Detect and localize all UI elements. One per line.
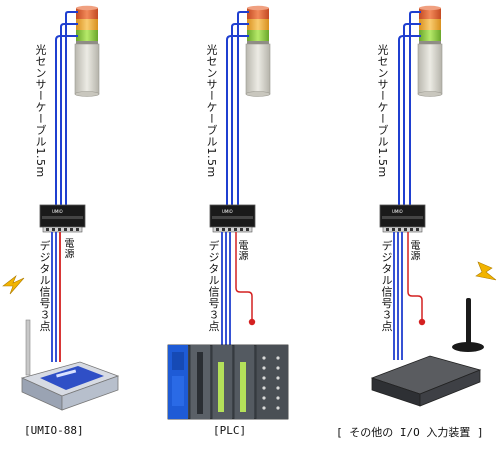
sensor-box: UMIO	[379, 204, 426, 233]
panel-umio: UMIO	[2, 5, 120, 411]
power-label: 電源	[62, 238, 73, 259]
panel-plc: UMIO	[167, 5, 289, 420]
power-label: 電源	[236, 240, 247, 261]
fiber-cables	[398, 11, 421, 205]
signal-wires	[51, 232, 61, 362]
fiber-cables	[55, 11, 78, 205]
signal-tower-icon	[417, 5, 443, 97]
svg-text:UMIO: UMIO	[52, 209, 63, 214]
caption-plc: [PLC]	[213, 424, 247, 437]
antenna-icon	[452, 298, 484, 352]
signal-label: デジタル信号３点	[207, 240, 220, 332]
power-wire	[235, 232, 256, 326]
router-device-icon	[20, 319, 120, 411]
wireless-device-icon	[370, 355, 482, 407]
power-label: 電源	[408, 240, 419, 261]
sensor-box: UMIO	[209, 204, 256, 233]
power-wire	[407, 232, 426, 326]
fiber-cables	[226, 11, 249, 205]
signal-label: デジタル信号３点	[380, 240, 393, 332]
svg-text:UMIO: UMIO	[392, 209, 403, 214]
sensor-box: UMIO	[39, 204, 86, 233]
caption-other: [ その他の I/O 入力装置 ]	[336, 426, 484, 439]
signal-wires	[221, 232, 231, 345]
caption-umio: [UMIO-88]	[24, 424, 84, 437]
signal-wires	[393, 232, 403, 360]
lightning-icon	[2, 275, 25, 295]
svg-text:UMIO: UMIO	[222, 209, 233, 214]
fiber-cable-label: 光センサーケーブル1.5m	[34, 44, 47, 178]
signal-tower-icon	[74, 5, 100, 97]
signal-label: デジタル信号３点	[38, 240, 51, 332]
panel-other: UMIO	[370, 5, 497, 407]
fiber-cable-label: 光センサーケーブル1.5m	[205, 44, 218, 178]
fiber-cable-label: 光センサーケーブル1.5m	[376, 44, 389, 178]
plc-device-icon	[167, 344, 289, 420]
lightning-icon	[475, 261, 497, 281]
signal-tower-icon	[245, 5, 271, 97]
